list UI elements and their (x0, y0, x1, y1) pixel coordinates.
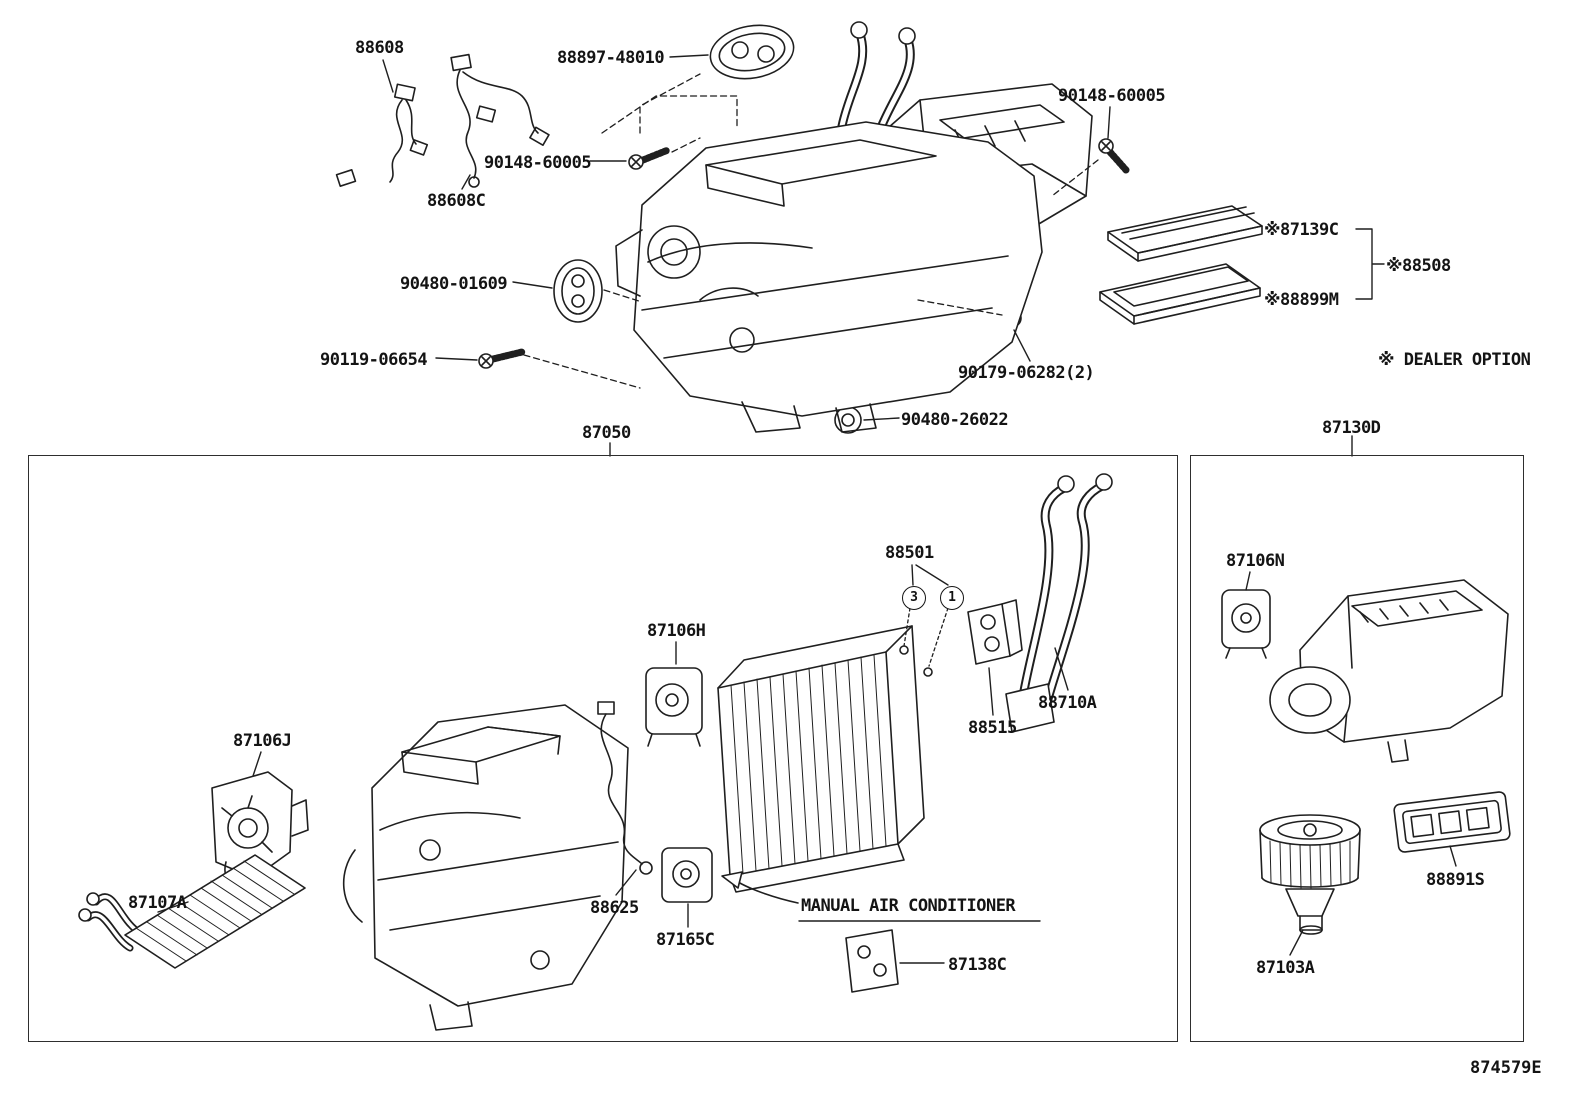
part-label-90148-60005-left[interactable]: 90148-60005 (484, 153, 592, 173)
part-label-87165C[interactable]: 87165C (656, 930, 715, 950)
part-label-88899M[interactable]: ※88899M (1264, 290, 1339, 310)
heater-core-87107a-art (79, 855, 305, 968)
screw-90148-left-art (629, 150, 668, 169)
expansion-valve-88515-art (968, 600, 1022, 664)
bracket-87138c-art (846, 930, 898, 992)
servo-87106n-art (1222, 590, 1270, 658)
part-label-87106J[interactable]: 87106J (233, 731, 292, 751)
part-label-88608[interactable]: 88608 (355, 38, 404, 58)
callout-3: 3 (902, 586, 926, 610)
heater-unit-group-box (28, 455, 1178, 1042)
part-label-90480-01609[interactable]: 90480-01609 (400, 274, 508, 294)
dashed-guides (524, 74, 1098, 388)
part-label-87106H[interactable]: 87106H (647, 621, 706, 641)
part-label-90119-06654[interactable]: 90119-06654 (320, 350, 428, 370)
resistor-88891s-art (1393, 791, 1510, 852)
heater-unit-art (344, 705, 628, 1030)
part-label-88608C[interactable]: 88608C (427, 191, 486, 211)
wire-88625-art (598, 702, 652, 874)
part-label-87103A[interactable]: 87103A (1256, 958, 1315, 978)
part-label-87106N[interactable]: 87106N (1226, 551, 1285, 571)
filter-87139c-art (1108, 206, 1262, 261)
wire-harness-88608c-art (451, 55, 549, 187)
screw-90148-right-art (1099, 139, 1126, 170)
hvac-assembly-art (616, 22, 1092, 432)
part-label-90480-26022[interactable]: 90480-26022 (901, 410, 1009, 430)
blower-motor-87103a-art (1260, 815, 1360, 934)
part-label-87139C[interactable]: ※87139C (1264, 220, 1339, 240)
servo-87106h-art (646, 668, 702, 746)
screw-90119-art (479, 352, 522, 368)
part-label-90179-06282[interactable]: 90179-06282(2) (958, 363, 1095, 383)
part-label-88897-48010[interactable]: 88897-48010 (557, 48, 665, 68)
part-label-87107A[interactable]: 87107A (128, 893, 187, 913)
part-label-88515[interactable]: 88515 (968, 718, 1017, 738)
manual-ac-arrow (722, 872, 798, 903)
callout-links (904, 608, 948, 666)
part-label-88891S[interactable]: 88891S (1426, 870, 1485, 890)
part-label-88501[interactable]: 88501 (885, 543, 934, 563)
evaporator-88501-art (718, 626, 932, 892)
diagram-code: 874579E (1470, 1058, 1542, 1078)
part-label-88508[interactable]: ※88508 (1386, 256, 1451, 276)
part-label-87050[interactable]: 87050 (582, 423, 631, 443)
wire-harness-88608-art (337, 84, 428, 186)
blower-unit-group-box (1190, 455, 1524, 1042)
servo-87165c-art (662, 848, 712, 902)
callout-1: 1 (940, 586, 964, 610)
grommet-90480-01609-art (554, 260, 602, 322)
part-label-90148-60005-right[interactable]: 90148-60005 (1058, 86, 1166, 106)
grommet-88897-art (706, 19, 798, 85)
part-label-88710A[interactable]: 88710A (1038, 693, 1097, 713)
dealer-option-note: ※ DEALER OPTION (1378, 350, 1531, 370)
manual-ac-note: MANUAL AIR CONDITIONER (801, 896, 1016, 916)
blower-assembly-art (1270, 580, 1508, 762)
part-label-87138C[interactable]: 87138C (948, 955, 1007, 975)
filter-88899m-art (1100, 264, 1260, 324)
part-label-88625[interactable]: 88625 (590, 898, 639, 918)
leader-lines (158, 55, 1456, 963)
part-label-87130D[interactable]: 87130D (1322, 418, 1381, 438)
